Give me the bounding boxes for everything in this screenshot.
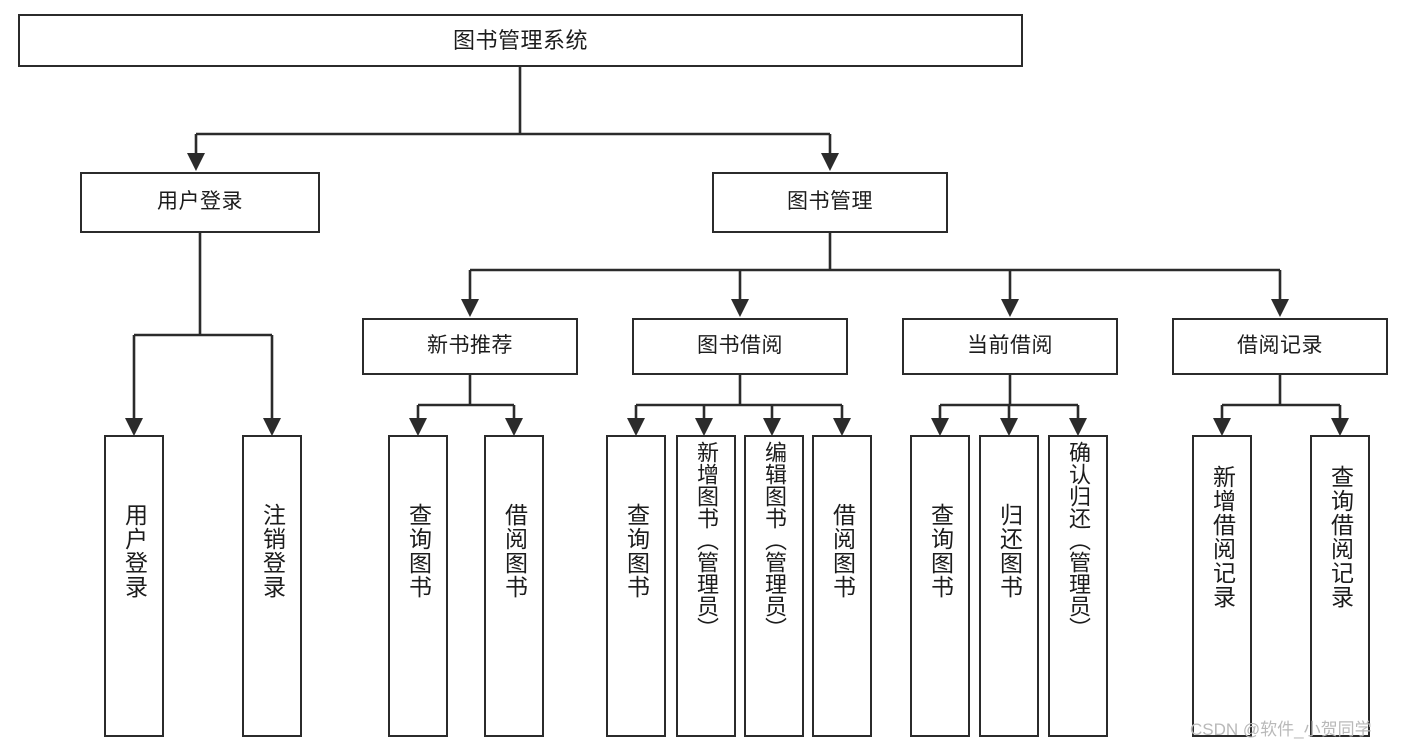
node-label: 归还图书: [996, 503, 1023, 599]
leaf-borrow-book-recommend[interactable]: 借阅图书: [484, 435, 544, 737]
leaf-user-login[interactable]: 用户登录: [104, 435, 164, 737]
node-label: 图书管理系统: [452, 27, 588, 53]
leaf-query-book-recommend[interactable]: 查询图书: [388, 435, 448, 737]
leaf-borrow-book-borrow[interactable]: 借阅图书: [812, 435, 872, 737]
node-label: 注销登录: [259, 503, 286, 599]
leaf-logout[interactable]: 注销登录: [242, 435, 302, 737]
node-book-borrow[interactable]: 图书借阅: [632, 318, 848, 375]
leaf-add-book-admin[interactable]: 新增图书（管理员）: [676, 435, 736, 737]
node-root-system[interactable]: 图书管理系统: [18, 14, 1023, 67]
node-label: 当前借阅: [967, 334, 1053, 358]
leaf-query-book-borrow[interactable]: 查询图书: [606, 435, 666, 737]
node-label: 查询借阅记录: [1327, 465, 1354, 609]
node-label: 编辑图书（管理员）: [762, 441, 787, 639]
node-label: 查询图书: [927, 503, 954, 599]
node-label: 用户登录: [157, 190, 243, 214]
node-label: 查询图书: [623, 503, 650, 599]
node-label: 新增借阅记录: [1209, 465, 1236, 609]
node-label: 图书管理: [787, 190, 873, 214]
node-label: 图书借阅: [697, 334, 783, 358]
node-book-manage[interactable]: 图书管理: [712, 172, 948, 233]
leaf-return-book[interactable]: 归还图书: [979, 435, 1039, 737]
node-label: 借阅图书: [829, 503, 856, 599]
node-label: 借阅记录: [1237, 334, 1323, 358]
leaf-add-borrow-record[interactable]: 新增借阅记录: [1192, 435, 1252, 737]
node-borrow-record[interactable]: 借阅记录: [1172, 318, 1388, 375]
node-label: 新书推荐: [427, 334, 513, 358]
node-user-login[interactable]: 用户登录: [80, 172, 320, 233]
node-label: 查询图书: [405, 503, 432, 599]
leaf-query-book-current[interactable]: 查询图书: [910, 435, 970, 737]
leaf-query-borrow-record[interactable]: 查询借阅记录: [1310, 435, 1370, 737]
node-label: 新增图书（管理员）: [694, 441, 719, 639]
node-label: 借阅图书: [501, 503, 528, 599]
leaf-edit-book-admin[interactable]: 编辑图书（管理员）: [744, 435, 804, 737]
node-new-book-recommend[interactable]: 新书推荐: [362, 318, 578, 375]
node-current-borrow[interactable]: 当前借阅: [902, 318, 1118, 375]
leaf-confirm-return-admin[interactable]: 确认归还（管理员）: [1048, 435, 1108, 737]
node-label: 用户登录: [121, 503, 148, 599]
node-label: 确认归还（管理员）: [1066, 441, 1091, 639]
csdn-watermark: CSDN @软件_小贺同学: [1190, 720, 1372, 739]
